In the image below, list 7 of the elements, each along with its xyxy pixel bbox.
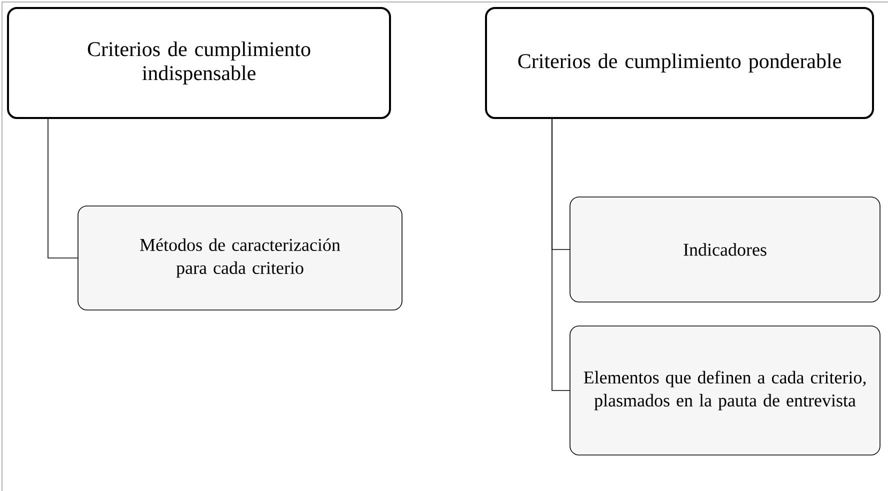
connector-line	[552, 118, 570, 391]
connector-line	[48, 118, 78, 258]
item-box: Indicadores	[570, 196, 880, 302]
item-box: Elementos que definen a cada criterio, plasmados en la pauta de entrevista	[570, 326, 880, 456]
heading-box: Criterios de cumplimiento ponderable	[485, 7, 874, 119]
item-box: Métodos de caracterización para cada criterio	[78, 206, 402, 310]
heading-box: Criterios de cumplimiento indispensable	[7, 7, 391, 119]
